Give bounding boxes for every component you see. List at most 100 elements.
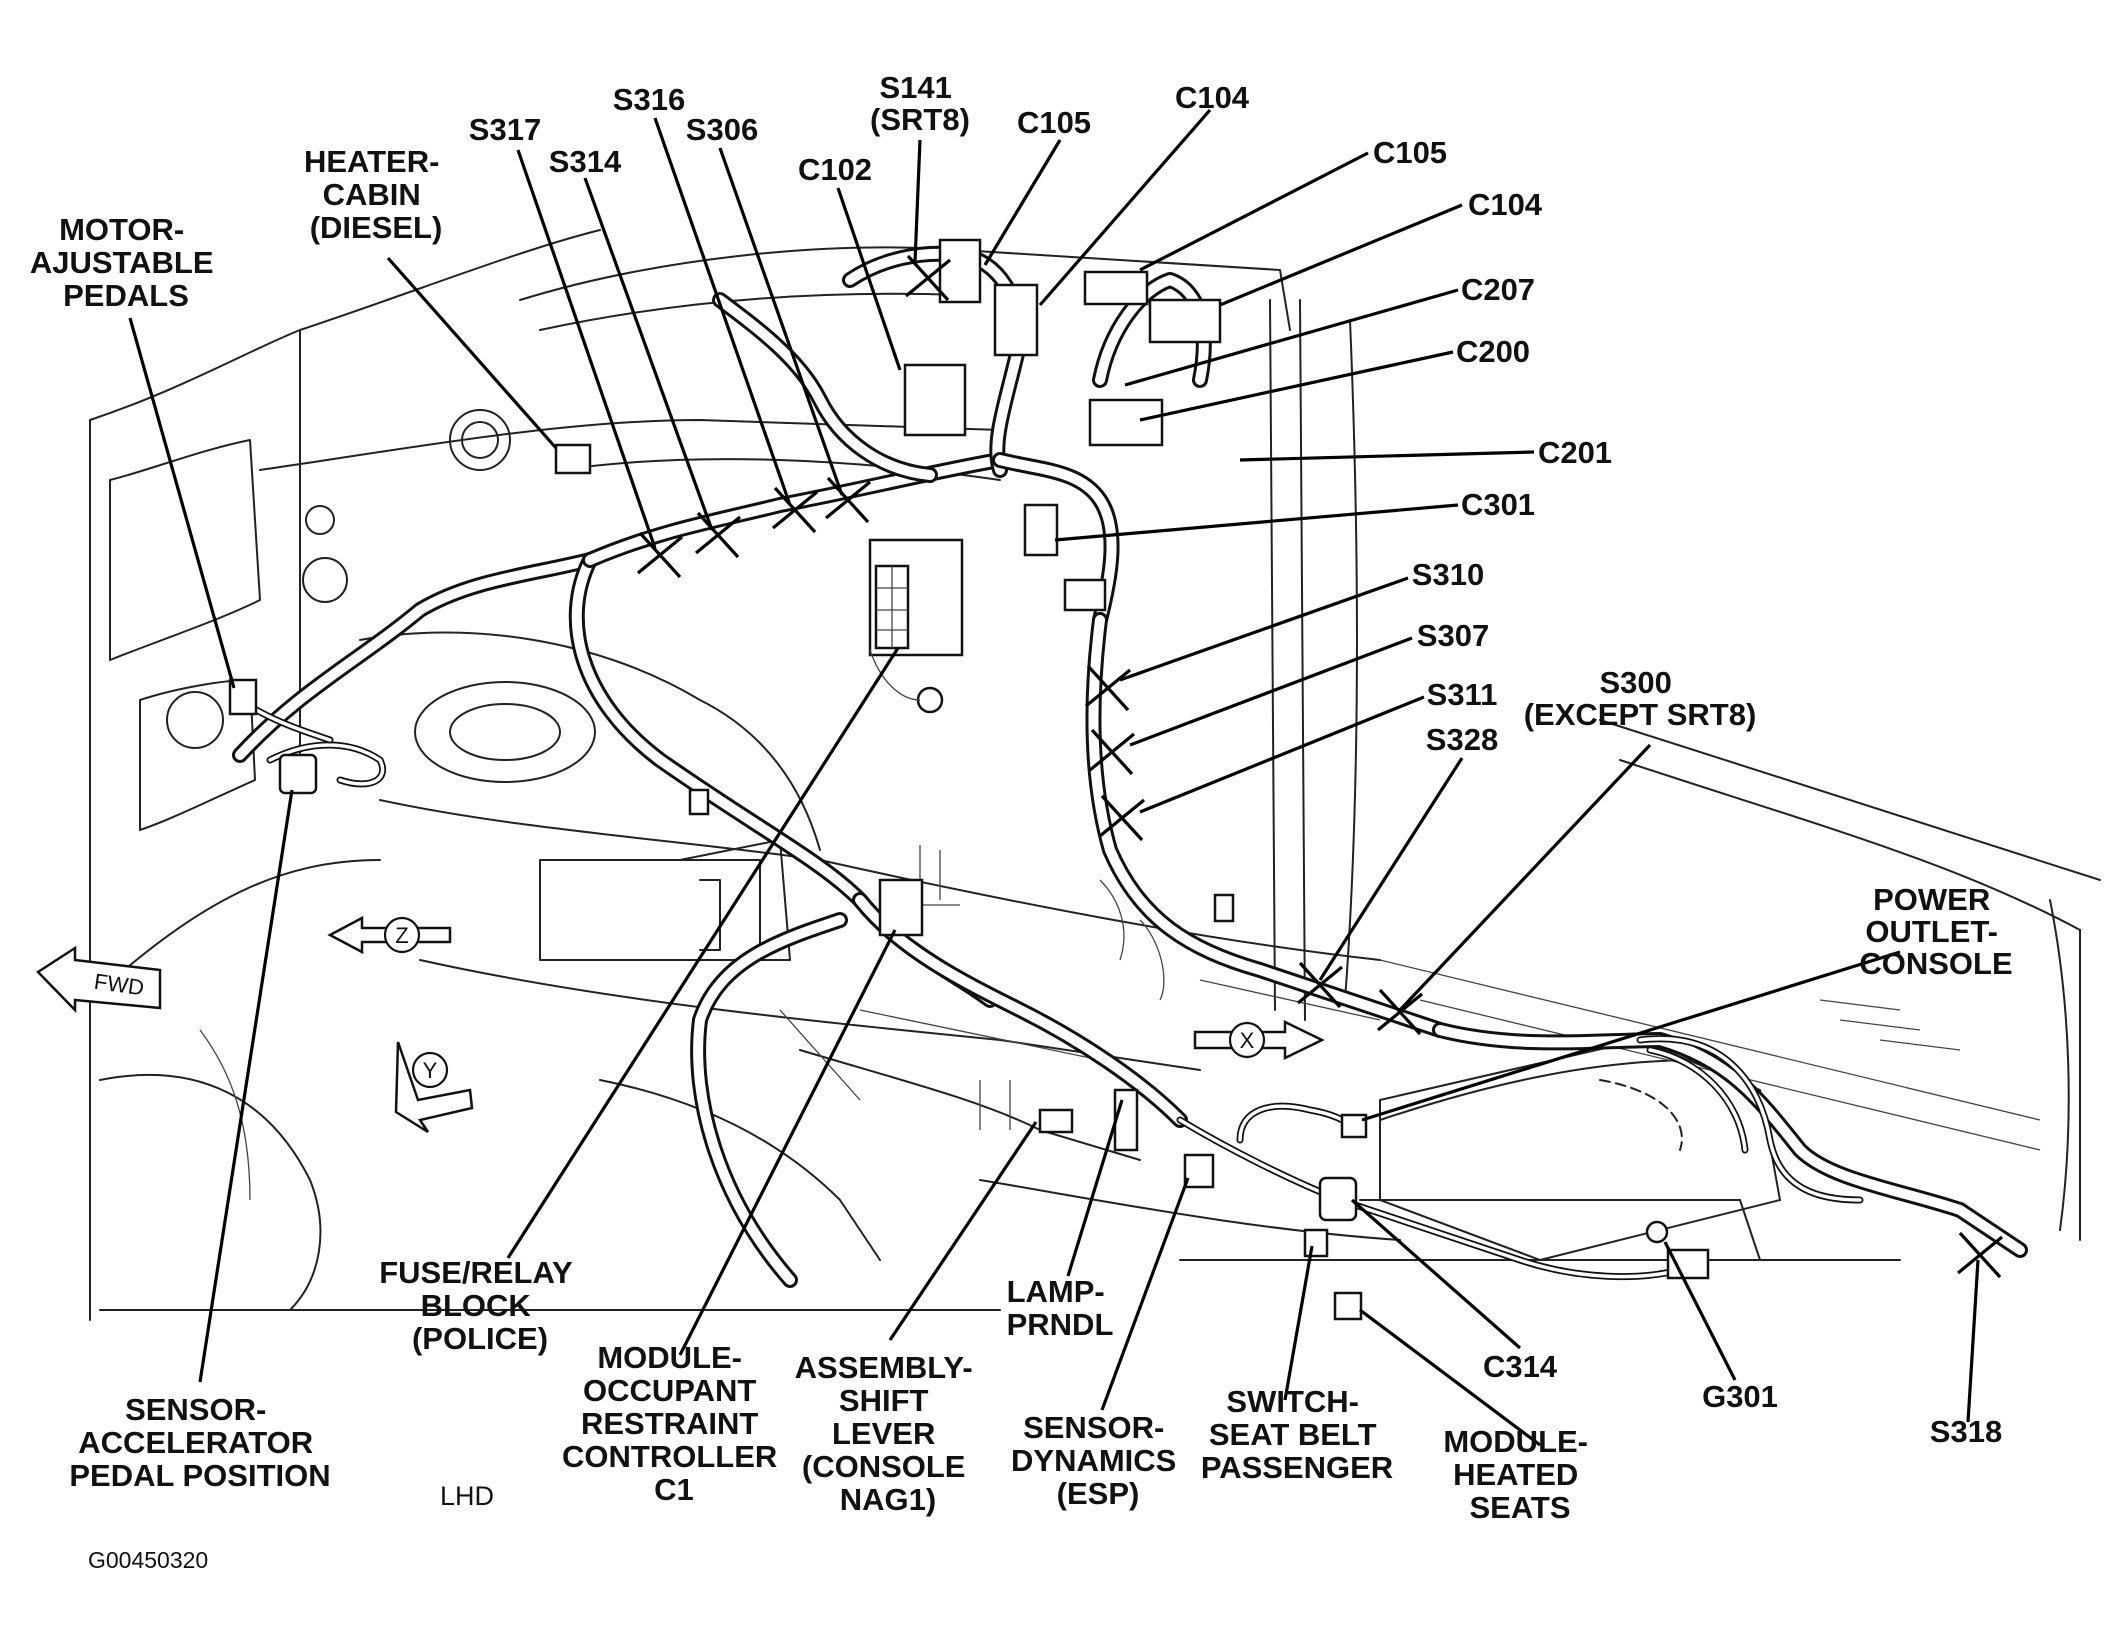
leader-heated-seats: [1359, 1308, 1541, 1447]
splice-mark-s300: [1376, 988, 1424, 1036]
leader-g301: [1663, 1241, 1737, 1381]
leader-shift-lever: [888, 1121, 1038, 1341]
label-shift-lever: ASSEMBLY- SHIFT LEVER (CONSOLE NAG1): [795, 1350, 982, 1517]
c314-connector: [1318, 1176, 1358, 1222]
label-s318: S318: [1930, 1414, 2002, 1449]
label-seat-belt-switch: SWITCH- SEAT BELT PASSENGER: [1201, 1384, 1393, 1485]
splice-mark-s328: [1296, 961, 1344, 1009]
accel-sensor-connector: [278, 753, 318, 795]
splice-mark-s311: [1098, 794, 1146, 842]
c102-connector: [903, 363, 967, 437]
label-sensor-dynamics: SENSOR- DYNAMICS (ESP): [1011, 1410, 1185, 1511]
splice-mark-s318: [1956, 1231, 2004, 1279]
leader-s300: [1398, 743, 1652, 1012]
leader-c207: [1124, 288, 1459, 387]
sensor-dynamics-connector: [1183, 1153, 1215, 1189]
label-c301: C301: [1461, 487, 1535, 522]
leader-heater-cabin: [386, 256, 558, 450]
shift-lever-connector: [1038, 1108, 1074, 1134]
leader-c104-b: [1219, 203, 1463, 307]
splice-mark-s306: [824, 476, 872, 524]
right-clip: [1213, 893, 1235, 923]
label-c314: C314: [1483, 1349, 1558, 1384]
label-accel-sensor: SENSOR- ACCELERATOR PEDAL POSITION: [69, 1392, 330, 1493]
variant-label: LHD: [440, 1481, 494, 1511]
y-axis-label: Y: [423, 1058, 438, 1083]
leader-c314: [1350, 1198, 1522, 1350]
label-c105-b: C105: [1373, 135, 1447, 170]
leader-c201: [1239, 450, 1535, 462]
c301-mate: [1063, 578, 1107, 612]
z-axis-indicator: Z: [327, 915, 452, 955]
c104-connector-b: [1148, 298, 1222, 344]
heater-cabin-connector: [554, 443, 592, 475]
label-heated-seats: MODULE- HEATED SEATS: [1443, 1424, 1596, 1525]
label-s307: S307: [1417, 618, 1489, 653]
power-outlet-connector: [1340, 1113, 1368, 1139]
connectors: [228, 238, 1710, 1321]
z-axis-label: Z: [395, 923, 408, 948]
leader-s316: [653, 117, 792, 506]
label-s306: S306: [686, 112, 758, 147]
fuse-block-ground-eyelet: [916, 686, 944, 714]
label-c104-b: C104: [1468, 187, 1543, 222]
leader-lines: [128, 108, 1980, 1447]
splice-mark-s314: [694, 511, 742, 559]
splice-mark-s317: [636, 531, 684, 579]
x-axis-indicator: X: [1193, 1020, 1325, 1060]
label-g301: G301: [1702, 1379, 1778, 1414]
occupant-restraint-connector: [878, 878, 924, 937]
label-c207: C207: [1461, 272, 1535, 307]
label-c105-a: C105: [1017, 105, 1091, 140]
label-s316: S316: [613, 82, 685, 117]
label-lamp-prndl: LAMP- PRNDL: [1007, 1274, 1114, 1342]
label-s314: S314: [549, 144, 622, 179]
direction-indicators: FWD Z Y X: [36, 915, 1325, 1134]
label-occupant-restraint: MODULE- OCCUPANT RESTRAINT CONTROLLER C1: [562, 1340, 786, 1507]
fwd-arrow: FWD: [36, 945, 162, 1014]
label-c102: C102: [798, 152, 872, 187]
label-motor-pedals: MOTOR- AJUSTABLE PEDALS: [30, 212, 222, 313]
c104-connector-a: [1083, 270, 1149, 306]
label-s328: S328: [1426, 722, 1498, 757]
leader-s307: [1129, 636, 1413, 747]
leader-fuse-relay: [506, 647, 900, 1259]
floor-clip: [688, 788, 710, 816]
c301-connector: [1023, 503, 1059, 557]
label-s300: S300 (EXCEPT SRT8): [1524, 665, 1757, 732]
leader-s306: [718, 147, 844, 496]
label-s310: S310: [1412, 557, 1484, 592]
callout-labels: MOTOR- AJUSTABLE PEDALS HEATER- CABIN (D…: [30, 70, 2013, 1573]
leader-c102: [836, 187, 902, 371]
seat-belt-switch-connector: [1303, 1228, 1329, 1258]
c105-connector-a: [938, 238, 982, 304]
y-axis-indicator: Y: [394, 1041, 474, 1134]
leader-s318: [1966, 1259, 1980, 1423]
vehicle-body-sketch: [89, 229, 2101, 1321]
splice-mark-s316: [771, 486, 819, 534]
leader-s328: [1318, 757, 1464, 981]
leader-sensor-dynamics: [1100, 1177, 1190, 1411]
label-s317: S317: [469, 112, 541, 147]
leader-lamp-prndl: [1066, 1099, 1124, 1277]
label-s141: S141 (SRT8): [870, 70, 970, 137]
g301-bracket: [1666, 1248, 1710, 1280]
leader-c105-a: [983, 139, 1062, 266]
leader-s311: [1139, 695, 1425, 814]
c201-connector: [1088, 398, 1164, 447]
leader-power-outlet: [1361, 950, 1901, 1122]
splice-mark-s307: [1088, 728, 1136, 776]
leader-c105-b: [1139, 151, 1369, 272]
splice-mark-s141: [904, 254, 952, 302]
label-power-outlet: POWER OUTLET- CONSOLE: [1859, 882, 2012, 981]
splice-marks: [636, 254, 2004, 1279]
label-c104-a: C104: [1175, 80, 1250, 115]
c105-connector-b: [993, 283, 1039, 357]
leader-s310: [1119, 576, 1409, 682]
label-heater-cabin: HEATER- CABIN (DIESEL): [304, 144, 448, 245]
label-s311: S311: [1427, 677, 1498, 712]
label-fuse-relay: FUSE/RELAY BLOCK (POLICE): [379, 1255, 581, 1356]
x-axis-label: X: [1240, 1028, 1255, 1053]
